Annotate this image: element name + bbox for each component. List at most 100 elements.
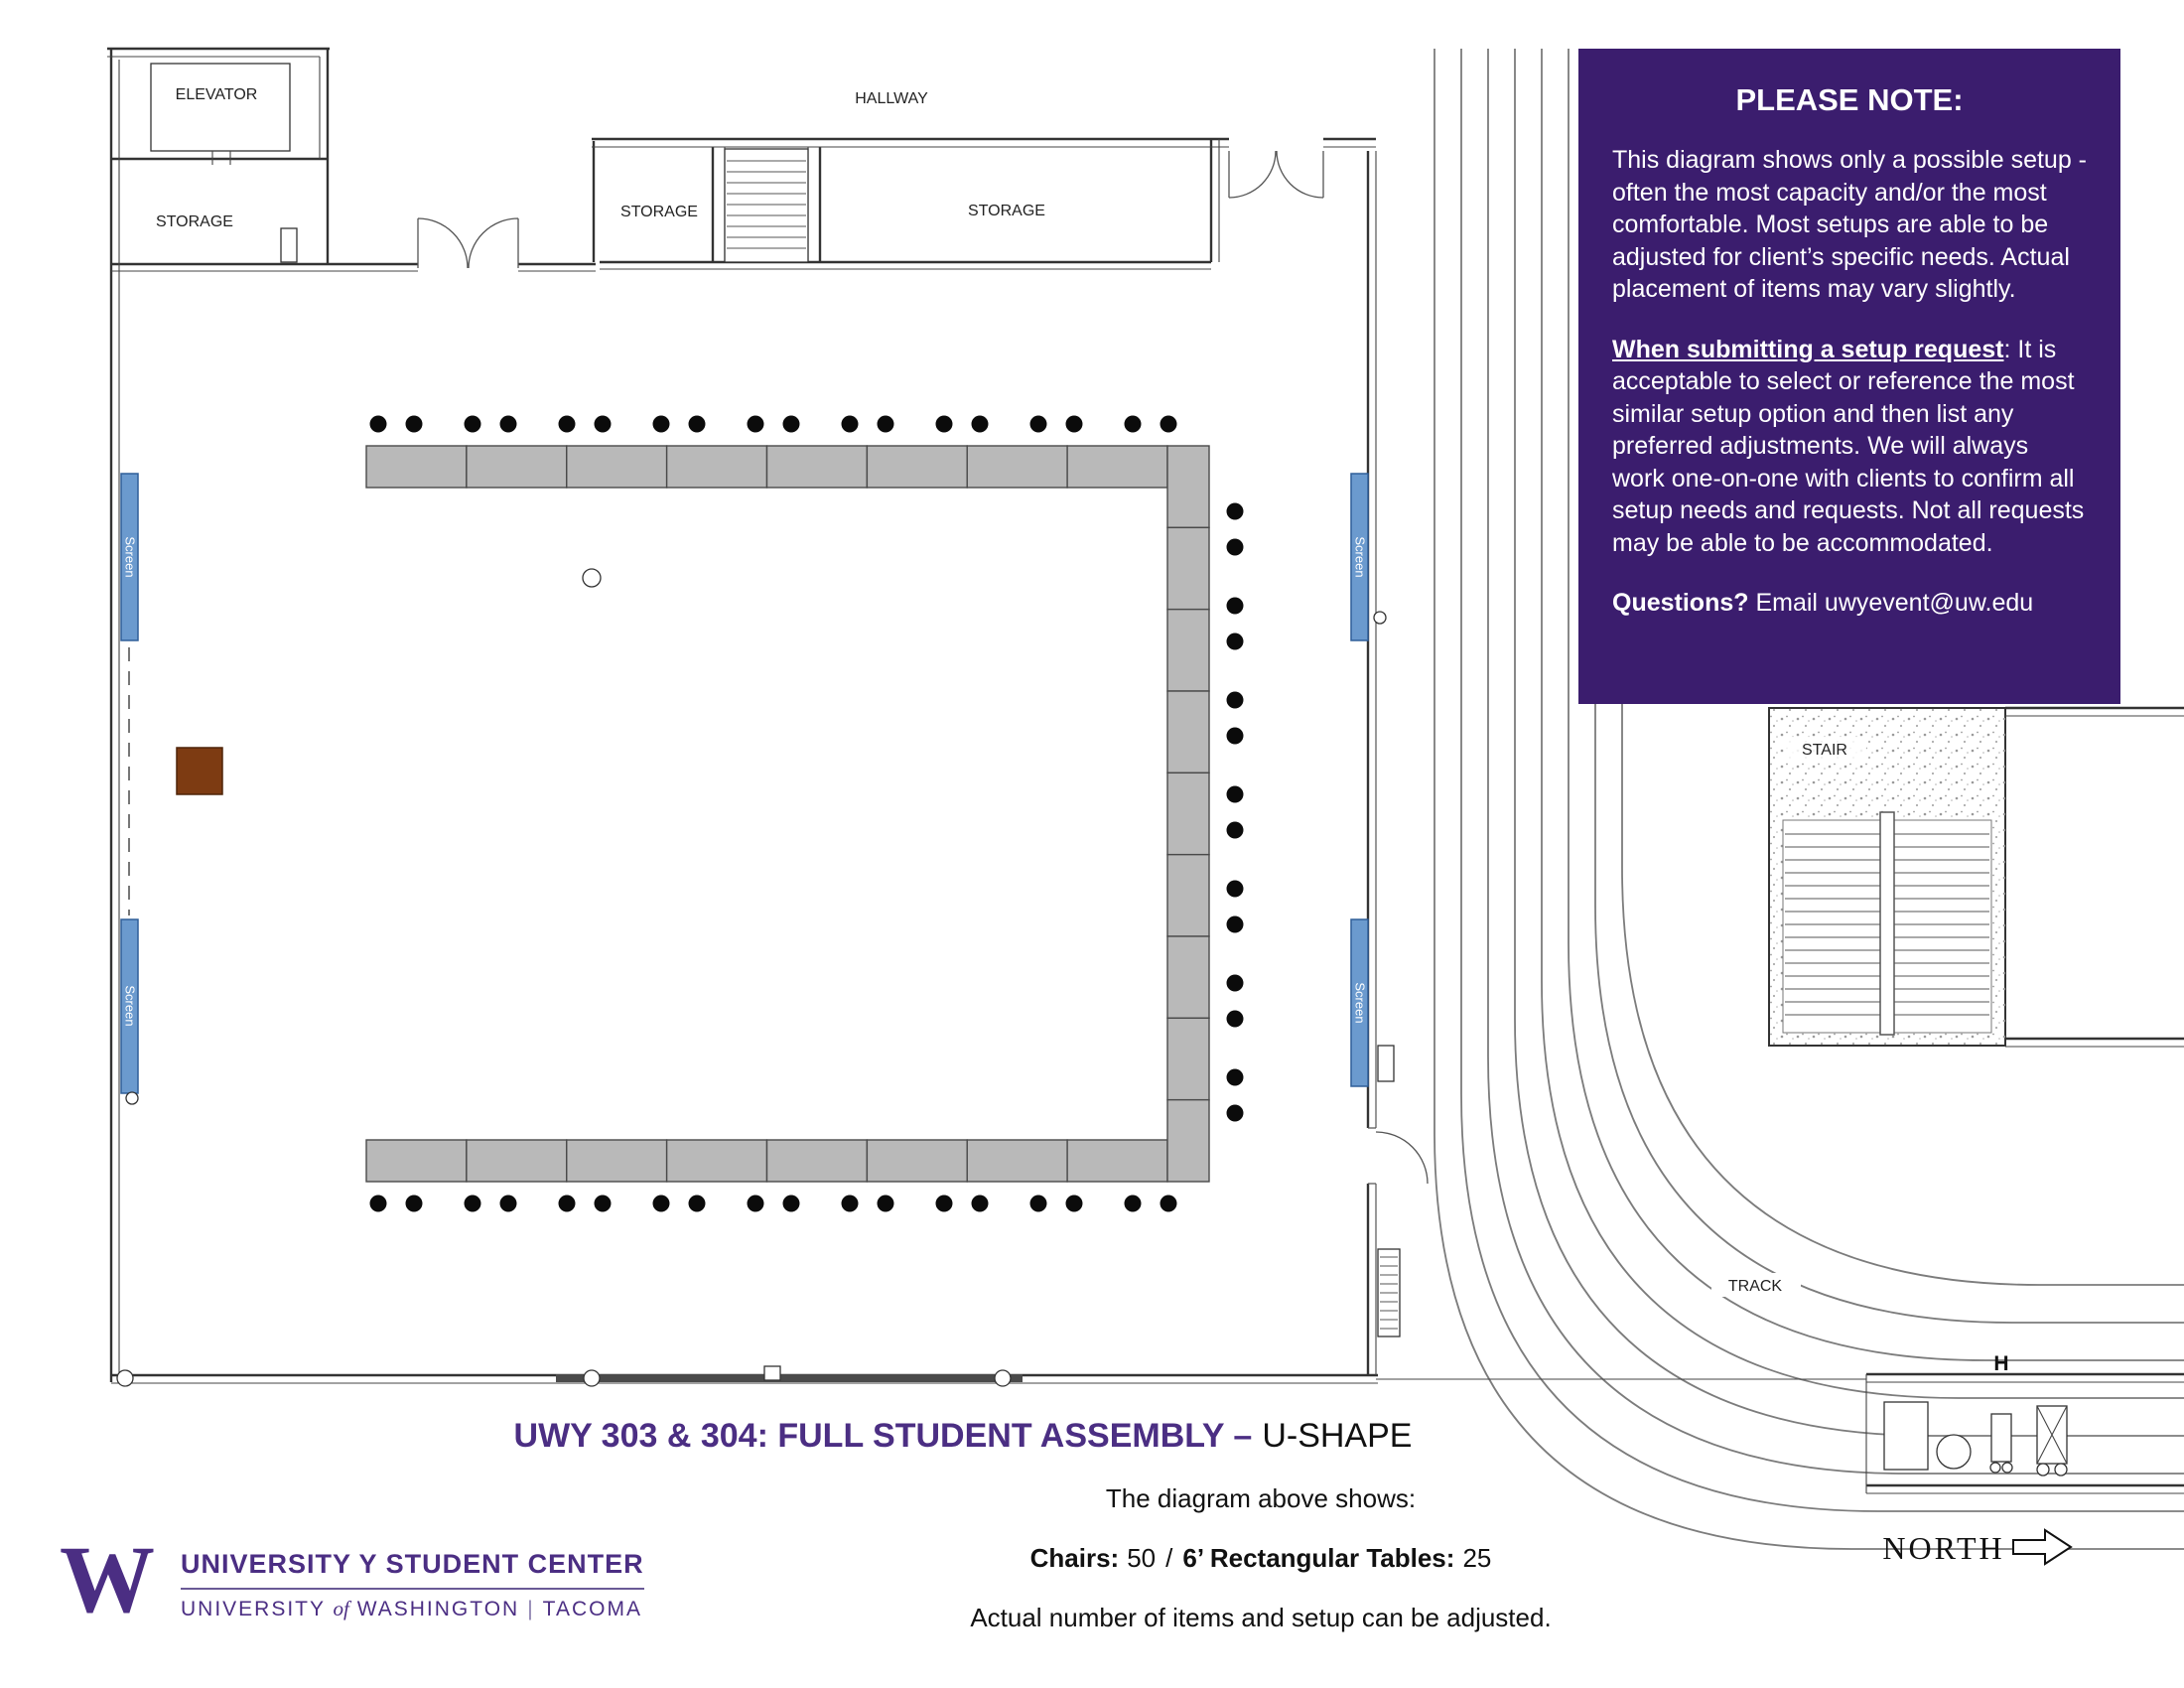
questions-email: Email uwyevent@uw.edu [1748, 589, 2034, 617]
chair [1226, 691, 1244, 709]
u-shape-tables [365, 445, 1210, 1183]
ladder-rungs [1380, 1256, 1398, 1330]
hall-stair-outline [724, 148, 809, 263]
chair [499, 1195, 517, 1212]
hallway-label: HALLWAY [855, 90, 928, 107]
uw-tacoma-logo: W UNIVERSITY Y STUDENT CENTER UNIVERSITY… [60, 1526, 644, 1632]
table [1166, 1098, 1210, 1183]
podium [176, 747, 223, 795]
chair [652, 1195, 670, 1212]
elevator-car [150, 63, 291, 152]
chair [971, 1195, 989, 1212]
chair [1065, 1195, 1083, 1212]
table [866, 1139, 968, 1183]
logo-line2: UNIVERSITY of WASHINGTON|TACOMA [181, 1597, 644, 1621]
chair [841, 1195, 859, 1212]
track-line [1433, 49, 2184, 1550]
chair [1226, 821, 1244, 839]
table [1066, 1139, 1168, 1183]
chair [1029, 1195, 1047, 1212]
table [365, 445, 468, 489]
table [966, 445, 1068, 489]
logo-wordmark: UNIVERSITY Y STUDENT CENTER UNIVERSITY o… [181, 1541, 644, 1621]
storage-left-label: STORAGE [156, 213, 233, 230]
track-label-backdrop [1711, 1273, 1801, 1297]
note-paragraph-1: This diagram shows only a possible setup… [1612, 146, 2088, 303]
track-label: TRACK [1728, 1278, 1783, 1295]
chair [971, 415, 989, 433]
doors [417, 150, 1429, 1185]
screen-right-top [1350, 473, 1369, 641]
chair [747, 1195, 764, 1212]
screen-mount [125, 1091, 139, 1105]
chair [1226, 1068, 1244, 1086]
note-paragraph-2: When submitting a setup request: It is a… [1612, 334, 2087, 560]
stair-label: STAIR [1802, 742, 1847, 759]
track-line [1621, 49, 2184, 1286]
hand-truck [1989, 1413, 2013, 1474]
stair-treads [1785, 833, 1880, 1016]
stool [1936, 1434, 1972, 1470]
table [1166, 935, 1210, 1020]
table [466, 1139, 568, 1183]
column [583, 1369, 601, 1387]
logo-university: UNIVERSITY [181, 1598, 326, 1620]
elevator-door-marks [211, 151, 231, 165]
chair [1226, 785, 1244, 803]
south-wall-band [556, 1374, 1023, 1382]
hall-stair-hatch [724, 148, 809, 263]
chair [1226, 1010, 1244, 1028]
projection-screens: Screen Screen Screen Screen [120, 473, 1387, 1105]
elevator-room: ELEVATOR [150, 63, 291, 165]
stair-treads [1894, 833, 1989, 1016]
logo-divider [181, 1588, 644, 1590]
stair-block: STAIR [1768, 707, 2006, 1047]
logo-line1: UNIVERSITY Y STUDENT CENTER [181, 1549, 644, 1579]
floor-outlet [582, 568, 602, 588]
chair [464, 1195, 481, 1212]
table [1166, 690, 1210, 774]
chair [1124, 1195, 1142, 1212]
corridor-furniture [1883, 1401, 2068, 1477]
diagram-shows-line: The diagram above shows: [1105, 1483, 1417, 1513]
logo-tacoma: TACOMA [542, 1598, 642, 1620]
uw-w-monogram: W [60, 1526, 155, 1632]
screen-label: Screen [1353, 982, 1368, 1023]
track-line [1568, 49, 2184, 1361]
table [466, 445, 568, 489]
chairs-label: Chairs: [1029, 1543, 1120, 1573]
stair-center-wall [1879, 811, 1895, 1036]
chair [558, 415, 576, 433]
chair [935, 1195, 953, 1212]
note-title: PLEASE NOTE: [1735, 82, 1964, 117]
chair [782, 415, 800, 433]
stair-label-backdrop [1785, 737, 1866, 761]
chair [1160, 415, 1177, 433]
chair [877, 415, 894, 433]
door-southeast [1368, 1127, 1429, 1185]
storage-mid-label: STORAGE [620, 204, 698, 220]
chair [464, 415, 481, 433]
track-line [1487, 49, 2184, 1475]
chair [1226, 538, 1244, 556]
table [1166, 1017, 1210, 1101]
table [1166, 526, 1210, 611]
north-indicator: NORTH [1882, 1528, 2073, 1566]
u-shape-chairs [369, 415, 1244, 1212]
track-line [1460, 49, 2184, 1512]
stair-flight-right [1891, 819, 1992, 1034]
stair-wing-walls [2005, 706, 2184, 1041]
equipment-cart [2036, 1405, 2068, 1477]
wall-ladder-hatch [1377, 1248, 1401, 1337]
track-line [1514, 49, 2184, 1437]
chair [1124, 415, 1142, 433]
column [994, 1369, 1012, 1387]
chair [369, 1195, 387, 1212]
door-marker-h: H [1993, 1352, 2008, 1375]
walls [107, 47, 2184, 1494]
table-cart [1883, 1401, 1929, 1471]
page-title-bold: UWY 303 & 304: FULL STUDENT ASSEMBLY – [513, 1417, 1253, 1455]
chair [405, 415, 423, 433]
screen-label: Screen [1353, 536, 1368, 577]
chair [1160, 1195, 1177, 1212]
